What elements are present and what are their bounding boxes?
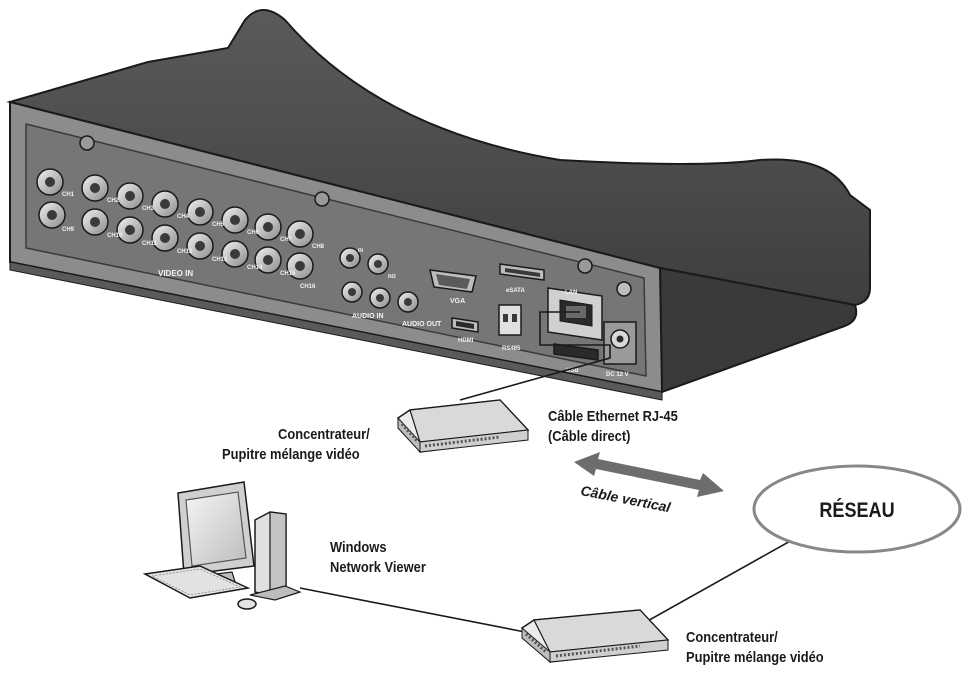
bnc-row-top: [36, 168, 314, 248]
dvr-side-face: [658, 266, 858, 394]
vga-label: VGA: [450, 298, 465, 305]
pc-monitor: [177, 481, 255, 589]
network-cloud: [752, 464, 962, 554]
svg-text:CH8: CH8: [312, 244, 325, 250]
crossover-label: Câble vertical: [579, 482, 673, 515]
hub-bottom-label-line1: Concentrateur/: [686, 629, 778, 646]
hub-bottom: [520, 609, 670, 664]
dvr-rear-panel: [25, 123, 647, 377]
esata-label: eSATA: [506, 288, 525, 294]
lan-cable: [459, 311, 611, 401]
hub-top: [396, 399, 530, 454]
network-cable: [634, 529, 811, 629]
svg-text:CH11: CH11: [142, 241, 158, 247]
audio-in1-label: IN: [358, 248, 363, 254]
audio-in2-label: IN2: [388, 274, 396, 280]
pc-label-line1: Windows: [330, 539, 387, 556]
pc-keyboard: [142, 565, 251, 599]
esata-port: [499, 263, 545, 281]
hdmi-label: HDMI: [458, 338, 474, 344]
audio-in-label: AUDIO IN: [352, 313, 384, 320]
cables: [299, 311, 811, 633]
windows-pc: [142, 481, 302, 610]
video-in-label: VIDEO IN: [158, 269, 193, 278]
svg-text:CH4: CH4: [177, 214, 190, 220]
screw-icon: [79, 135, 95, 151]
rs485-label: RS485: [502, 346, 521, 352]
hub-top-label-line1: Concentrateur/: [278, 426, 370, 443]
screw-icon: [314, 191, 330, 207]
network-label: RÉSEAU: [819, 498, 894, 523]
svg-text:CH5: CH5: [212, 222, 225, 228]
svg-text:CH2: CH2: [107, 198, 120, 204]
pc-label-line2: Network Viewer: [330, 559, 426, 576]
pc-cable: [299, 587, 526, 633]
ground-screw-icon: [616, 281, 632, 297]
svg-text:CH1: CH1: [62, 192, 75, 198]
rs485-port: [498, 304, 522, 336]
dvr-top-surface: [6, 9, 871, 307]
lan-port: [547, 287, 603, 341]
svg-text:CH3: CH3: [142, 206, 155, 212]
svg-text:CH14: CH14: [247, 265, 263, 271]
svg-text:CH10: CH10: [107, 233, 123, 239]
bnc-row-bottom: [38, 201, 314, 280]
svg-text:CH12: CH12: [177, 249, 193, 255]
usb-label: USB: [566, 368, 579, 374]
vga-port: [429, 269, 477, 293]
cable-label-line2: (Câble direct): [548, 428, 631, 445]
pc-tower: [249, 511, 302, 601]
audio-connectors: [339, 247, 419, 313]
channel-labels-top: CH1 CH2 CH3 CH4 CH5 CH6 CH7 CH8: [62, 192, 325, 250]
svg-text:CH6: CH6: [247, 230, 260, 236]
hdmi-port: [451, 317, 479, 333]
svg-text:CH15: CH15: [280, 271, 296, 277]
cable-label-line1: Câble Ethernet RJ-45: [548, 408, 678, 425]
lan-label: LAN: [565, 290, 577, 296]
hub-top-label-line2: Pupitre mélange vidéo: [222, 446, 360, 463]
crossover-double-arrow-icon: [574, 452, 724, 497]
svg-text:CH7: CH7: [280, 237, 293, 243]
svg-text:CH13: CH13: [212, 257, 228, 263]
channel-labels-bottom: CH9 CH10 CH11 CH12 CH13 CH14 CH15 CH16: [62, 227, 316, 290]
pc-mouse-icon: [237, 598, 257, 610]
dc-label: DC 12 V: [606, 372, 629, 378]
svg-text:CH16: CH16: [300, 284, 316, 290]
usb-port: [553, 343, 599, 361]
dvr-device: CH1 CH2 CH3 CH4 CH5 CH6 CH7 CH8 CH9 CH10…: [6, 9, 871, 401]
svg-text:CH9: CH9: [62, 227, 75, 233]
hub-bottom-label-line2: Pupitre mélange vidéo: [686, 649, 824, 666]
screw-icon: [577, 258, 593, 274]
audio-out-label: AUDIO OUT: [402, 321, 442, 328]
